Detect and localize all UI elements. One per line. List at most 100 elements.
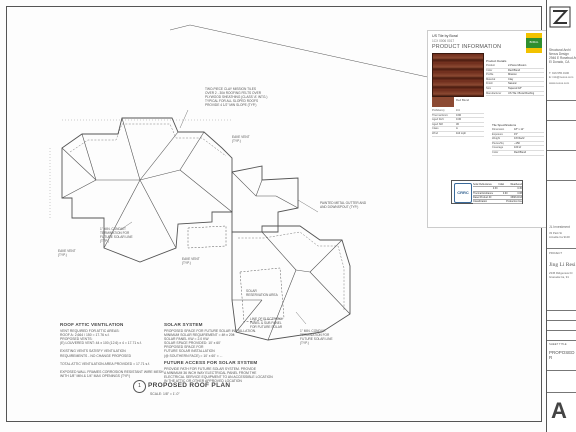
eave-dashed-line <box>238 231 345 310</box>
tile-color-swatch <box>432 97 454 107</box>
hip-line <box>309 271 351 315</box>
tile-color-label: Red Blend <box>456 98 470 102</box>
plan-number-bubble: 1 <box>133 380 146 393</box>
callout-eave-1: EAVE VENT (TYP.) <box>58 249 76 257</box>
eave-dashed-line <box>69 123 227 157</box>
project-client: Jing Li Resi <box>549 262 576 268</box>
title-block: Structural Archi Nexus Design 2946 E Ros… <box>546 0 576 432</box>
callout-eave-3: EAVE VENT (TYP.) <box>182 257 200 265</box>
roof-plan-drawing <box>49 24 433 341</box>
hip-line <box>179 131 205 171</box>
attic-vent-notes: VENT REQUIRED FOR ATTIC AREAS: ROOF A: 2… <box>60 329 164 379</box>
product-title: PRODUCT INFORMATION <box>432 44 502 50</box>
hip-line <box>121 117 141 181</box>
callout-reservation: SOLAR RESERVATION AREA <box>246 289 278 297</box>
firm-logo-icon <box>549 6 571 28</box>
callout-eave-2: EAVE VENT (TYP.) <box>232 135 250 143</box>
tile-spec-row: Pieces/Sq~150 <box>492 142 544 147</box>
leader-line <box>295 311 307 325</box>
boral-logo-icon: BORAL <box>526 33 542 55</box>
perf-row: Thermal Emit.0.90 <box>432 114 484 119</box>
callout-gutter: PAINTED METAL GUTTER AND AND DOWNSPOUT (… <box>320 201 367 209</box>
tile-photo <box>432 53 484 97</box>
hip-line <box>309 239 343 273</box>
hip-line <box>103 179 141 249</box>
plan-title: PROPOSED ROOF PLAN <box>148 382 231 389</box>
project-address: 2345 Ridgeview Dr Granada Ca, 91 <box>549 271 573 279</box>
property-line <box>169 24 191 31</box>
sheet-title-label: SHEET TITLE <box>549 342 567 346</box>
sheet-number: A <box>551 398 567 423</box>
plan-scale: SCALE: 1/8" = 1'-0" <box>150 392 180 396</box>
garage-wing-outline <box>231 165 299 233</box>
future-access-title: FUTURE ACCESS FOR SOLAR SYSTEM <box>164 360 258 365</box>
hip-line <box>179 169 233 213</box>
crrc-logo-icon: CRRC <box>454 183 472 203</box>
hip-line <box>275 195 299 209</box>
hip-line <box>235 299 263 333</box>
attic-vent-title: ROOF ATTIC VENTILATION <box>60 322 124 327</box>
hip-line <box>231 171 257 197</box>
future-access-notes: PROVIDE PATH FOR FUTURE SOLAR SYSTEM. PR… <box>164 367 273 384</box>
specs-heading: Product Details <box>486 59 507 63</box>
solar-reservation-area <box>187 225 227 249</box>
firm-contact: T: 916.555.0100 E: info@nexus.com <box>549 71 574 79</box>
property-line <box>189 24 433 79</box>
solar-system-notes: PROPOSED SPACE FOR FUTURE SOLAR INSTALLA… <box>164 329 257 358</box>
solar-reservation-area <box>239 267 285 323</box>
leader-line <box>119 221 133 231</box>
hip-line <box>139 131 179 181</box>
hip-line <box>255 179 263 197</box>
owner-address: 33 Park St Arcadia Ca 9100 <box>549 231 570 239</box>
hip-line <box>139 169 181 181</box>
owner-name: JL Investment <box>549 225 570 229</box>
sheet-title: PROPOSED R <box>549 350 575 360</box>
product-id: 1CX 0006 0017 <box>432 39 455 43</box>
leader-line <box>179 109 189 129</box>
hip-line <box>295 269 311 273</box>
boral-logo-text: BORAL <box>526 38 542 48</box>
hip-line <box>267 269 297 341</box>
project-label: PROJECT <box>549 251 563 255</box>
house-main-outline <box>61 117 233 263</box>
callout-conduit-2: 1" MIN. CONDUIT TERMINATION FOR FUTURE S… <box>300 329 333 345</box>
product-brand: US Tile by Boral <box>432 34 458 38</box>
firm-name: Structural Archi Nexus Design 2946 E Ros… <box>549 48 576 64</box>
hip-line <box>139 179 177 249</box>
callout-panel: LINE OF ELECTRICAL PANEL & SUB PANEL FOR… <box>250 317 283 329</box>
callout-conduit-1: 1" MIN. CONDUIT TERMINATION FOR FUTURE S… <box>100 227 133 243</box>
hip-line <box>261 231 297 271</box>
leader-line <box>297 199 319 213</box>
hip-line <box>61 147 97 181</box>
firm-website: www.nexus.com <box>549 81 570 85</box>
solar-system-title: SOLAR SYSTEM <box>164 322 203 327</box>
tile-spec-heading: Tile Specifications <box>492 123 517 127</box>
hip-line <box>61 179 97 199</box>
